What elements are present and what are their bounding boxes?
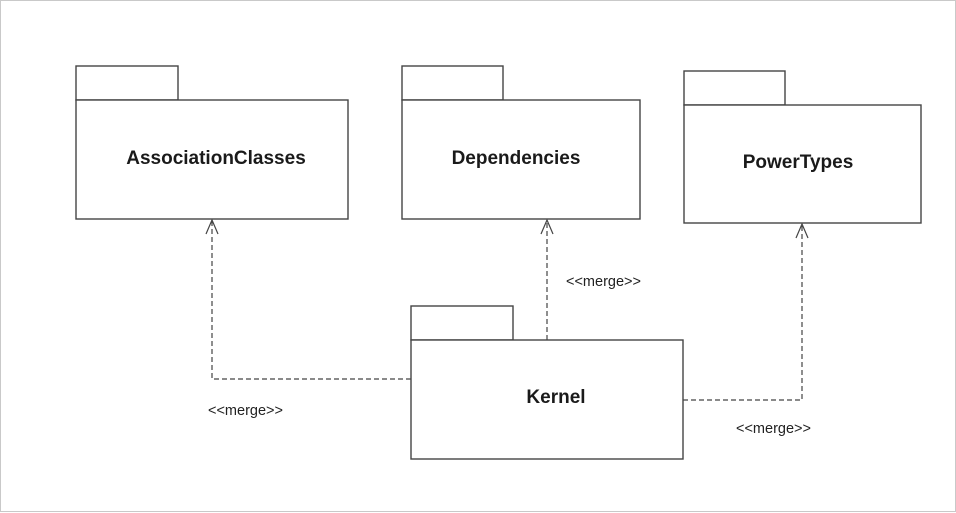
package-tab: [410, 305, 514, 341]
package-body: [410, 339, 684, 460]
open-arrowhead-icon: [540, 218, 554, 235]
open-arrowhead-icon: [205, 218, 219, 235]
package-name-association-classes: AssociationClasses: [126, 148, 306, 169]
package-body: [401, 99, 641, 220]
package-tab: [75, 65, 179, 101]
package-body: [683, 104, 922, 224]
package-tab: [683, 70, 786, 106]
merge-dependency-dependencies[interactable]: <<merge>>: [540, 218, 641, 340]
dependency-line: [683, 225, 803, 401]
merge-stereotype-label: <<merge>>: [566, 274, 641, 290]
package-dependencies[interactable]: Dependencies: [401, 65, 641, 220]
package-name-dependencies: Dependencies: [452, 148, 581, 169]
package-kernel[interactable]: Kernel: [410, 305, 684, 460]
package-power-types[interactable]: PowerTypes: [683, 70, 922, 224]
merge-stereotype-label: <<merge>>: [208, 403, 283, 419]
merge-dependency-association-classes[interactable]: <<merge>>: [205, 218, 411, 419]
package-name-kernel: Kernel: [526, 387, 585, 408]
open-arrowhead-icon: [795, 222, 809, 239]
merge-dependency-power-types[interactable]: <<merge>>: [683, 222, 811, 437]
dependency-line: [211, 221, 411, 380]
package-name-power-types: PowerTypes: [743, 152, 854, 173]
package-tab: [401, 65, 504, 101]
merge-stereotype-label: <<merge>>: [736, 421, 811, 437]
package-body: [75, 99, 349, 220]
package-association-classes[interactable]: AssociationClasses: [75, 65, 349, 220]
